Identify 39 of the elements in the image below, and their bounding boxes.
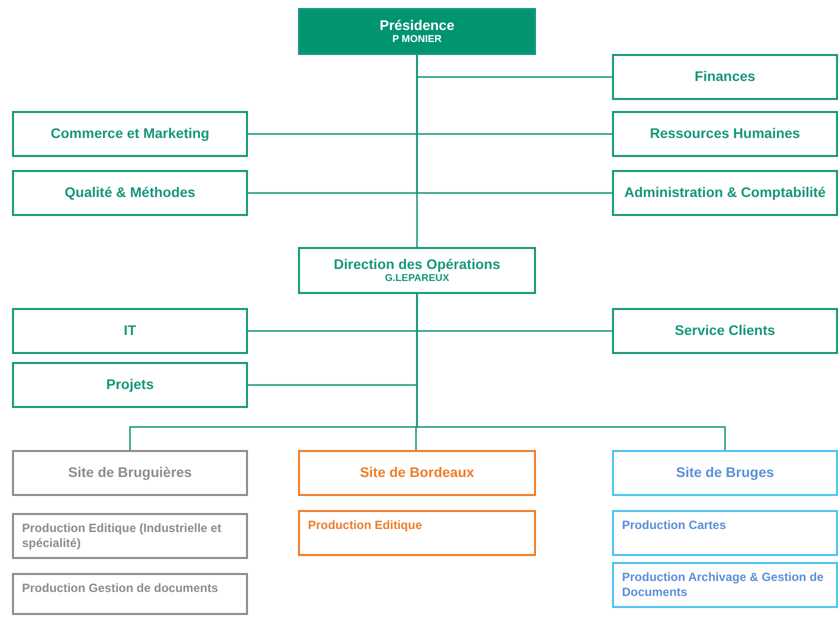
person-name: G.LEPAREUX — [384, 273, 450, 286]
unit-box — [612, 562, 838, 608]
department-name: Ressources Humaines — [650, 125, 800, 143]
department-name: Projets — [106, 376, 154, 394]
department-name: Site de Bordeaux — [360, 464, 474, 482]
unit-box — [12, 513, 248, 559]
department-box — [612, 170, 838, 216]
department-box — [612, 54, 838, 100]
department-name: Service Clients — [674, 322, 776, 340]
unit-name: Production Archivage & Gestion de Documents — [622, 570, 825, 600]
department-box — [298, 450, 536, 496]
department-box — [12, 362, 248, 408]
department-box — [612, 111, 838, 157]
unit-name: Production Gestion de documents — [22, 581, 218, 596]
department-box — [12, 111, 248, 157]
connector-line — [416, 55, 418, 247]
department-name: Commerce et Marketing — [50, 125, 210, 143]
department-name: IT — [124, 322, 136, 340]
unit-name: Production Editique (Industrielle et spécialité) — [22, 521, 222, 551]
unit-name: Production Cartes — [622, 518, 726, 533]
department-name: Finances — [694, 68, 756, 86]
department-name: Administration & Comptabilité — [624, 184, 826, 202]
department-box — [12, 450, 248, 496]
unit-box — [12, 573, 248, 615]
unit-name: Production Editique — [308, 518, 422, 533]
department-name: Direction des Opérations — [334, 256, 500, 273]
department-name: Site de Bruges — [676, 464, 774, 482]
department-box — [12, 170, 248, 216]
unit-box — [612, 510, 838, 556]
department-box — [298, 247, 536, 294]
person-name: P MONIER — [392, 34, 442, 46]
department-box — [12, 308, 248, 354]
department-name: Site de Bruguières — [68, 464, 192, 482]
department-name: Présidence — [380, 16, 454, 34]
department-name: Qualité & Méthodes — [64, 184, 196, 202]
unit-box — [298, 510, 536, 556]
department-box — [612, 450, 838, 496]
head-box — [298, 8, 536, 55]
department-box — [612, 308, 838, 354]
